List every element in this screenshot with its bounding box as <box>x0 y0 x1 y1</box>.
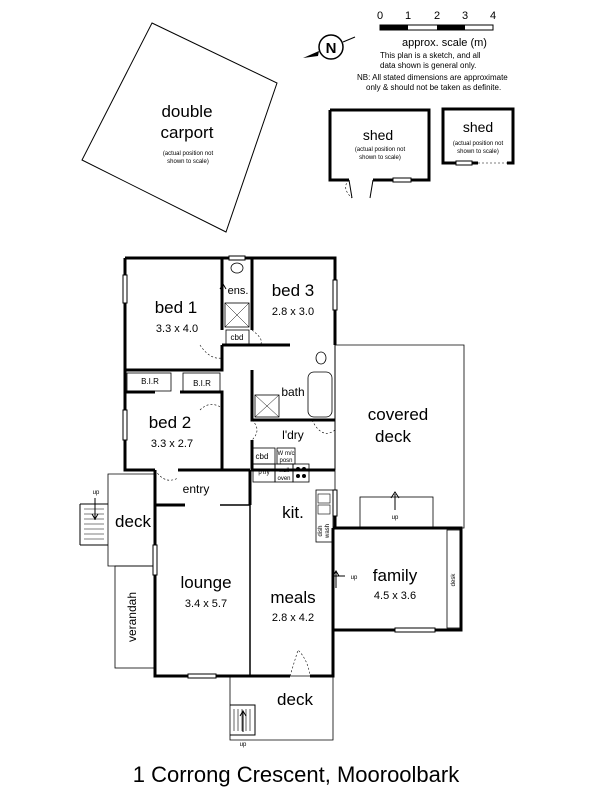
note-line-2: data shown is general only. <box>380 61 476 70</box>
note-line-4: only & should not be taken as definite. <box>366 83 501 92</box>
label-wm-posn: posn <box>279 458 292 464</box>
label-cbd-2: cbd <box>256 452 269 461</box>
room-bed1-dims: 3.3 x 4.0 <box>156 323 198 335</box>
room-deck-left: deck <box>115 512 151 531</box>
room-ldry: l'dry <box>282 428 304 442</box>
label-up-covered-deck: up <box>392 515 399 521</box>
label-wash: wash <box>325 524 331 539</box>
label-desk: desk <box>451 573 457 587</box>
compass-north-icon: N <box>303 34 356 60</box>
room-covered-deck-2: deck <box>375 427 411 446</box>
shed-1-name: shed <box>363 127 393 143</box>
shed-1-note-1: (actual position not <box>355 147 406 153</box>
carport-note-2: shown to scale) <box>167 159 209 165</box>
house <box>79 255 465 741</box>
note-line-3: NB: All stated dimensions are approximat… <box>357 73 508 82</box>
room-bed2-name: bed 2 <box>149 413 192 432</box>
carport-note-1: (actual position not <box>163 151 214 157</box>
label-cbd-1: cbd <box>231 333 244 342</box>
room-kit: kit. <box>282 503 304 522</box>
note-line-1: This plan is a sketch, and all <box>380 51 481 60</box>
label-bir-2: B.I.R <box>193 379 211 388</box>
room-deck-bottom: deck <box>277 690 313 709</box>
shed-2: shed (actual position not shown to scale… <box>441 107 515 166</box>
shed-2-note-1: (actual position not <box>453 141 504 147</box>
label-ptry: p'try <box>258 470 269 476</box>
label-up-deck-bottom: up <box>240 742 247 748</box>
plan-note: This plan is a sketch, and all data show… <box>357 51 508 92</box>
room-meals-dims: 2.8 x 4.2 <box>272 612 314 624</box>
carport-name-1: double <box>161 102 212 121</box>
shed-1: shed (actual position not shown to scale… <box>328 108 431 199</box>
shed-2-note-2: shown to scale) <box>457 149 499 155</box>
room-entry: entry <box>183 482 210 496</box>
fixture-labels: B.I.R B.I.R cbd cbd p'try wall oven W m/… <box>93 333 457 748</box>
room-family-name: family <box>373 566 418 585</box>
carport: double carport (actual position not show… <box>81 22 278 233</box>
label-up-deck-left: up <box>93 490 100 496</box>
address-title: 1 Corrong Crescent, Mooroolbark <box>133 762 460 787</box>
label-wm: W m/c <box>278 451 295 457</box>
room-covered-deck-1: covered <box>368 405 428 424</box>
room-family-dims: 4.5 x 3.6 <box>374 590 416 602</box>
carport-name-2: carport <box>161 123 214 142</box>
room-lounge-name: lounge <box>180 573 231 592</box>
room-bed2-dims: 3.3 x 2.7 <box>151 438 193 450</box>
compass-letter: N <box>326 40 337 57</box>
room-meals-name: meals <box>270 588 315 607</box>
label-wall: wall <box>278 468 289 474</box>
scale-bar: 0 1 2 3 4 approx. scale (m) <box>377 10 496 49</box>
scale-tick-1: 1 <box>405 10 411 22</box>
scale-tick-2: 2 <box>434 10 440 22</box>
room-labels: bed 1 3.3 x 4.0 bed 2 3.3 x 2.7 bed 3 2.… <box>115 281 428 709</box>
room-ens: ens. <box>228 285 249 297</box>
scale-tick-3: 3 <box>462 10 468 22</box>
room-bath: bath <box>281 385 304 399</box>
room-bed1-name: bed 1 <box>155 298 198 317</box>
shed-2-name: shed <box>463 119 493 135</box>
label-up-family: up <box>351 575 358 581</box>
label-bir-1: B.I.R <box>141 377 159 386</box>
room-lounge-dims: 3.4 x 5.7 <box>185 598 227 610</box>
scale-tick-4: 4 <box>490 10 496 22</box>
label-dish: dish <box>318 525 324 536</box>
room-bed3-dims: 2.8 x 3.0 <box>272 306 314 318</box>
shed-1-note-2: shown to scale) <box>359 155 401 161</box>
room-verandah: verandah <box>125 592 139 642</box>
scale-tick-0: 0 <box>377 10 383 22</box>
room-bed3-name: bed 3 <box>272 281 315 300</box>
label-oven: oven <box>277 476 290 482</box>
scale-label: approx. scale (m) <box>402 37 487 49</box>
